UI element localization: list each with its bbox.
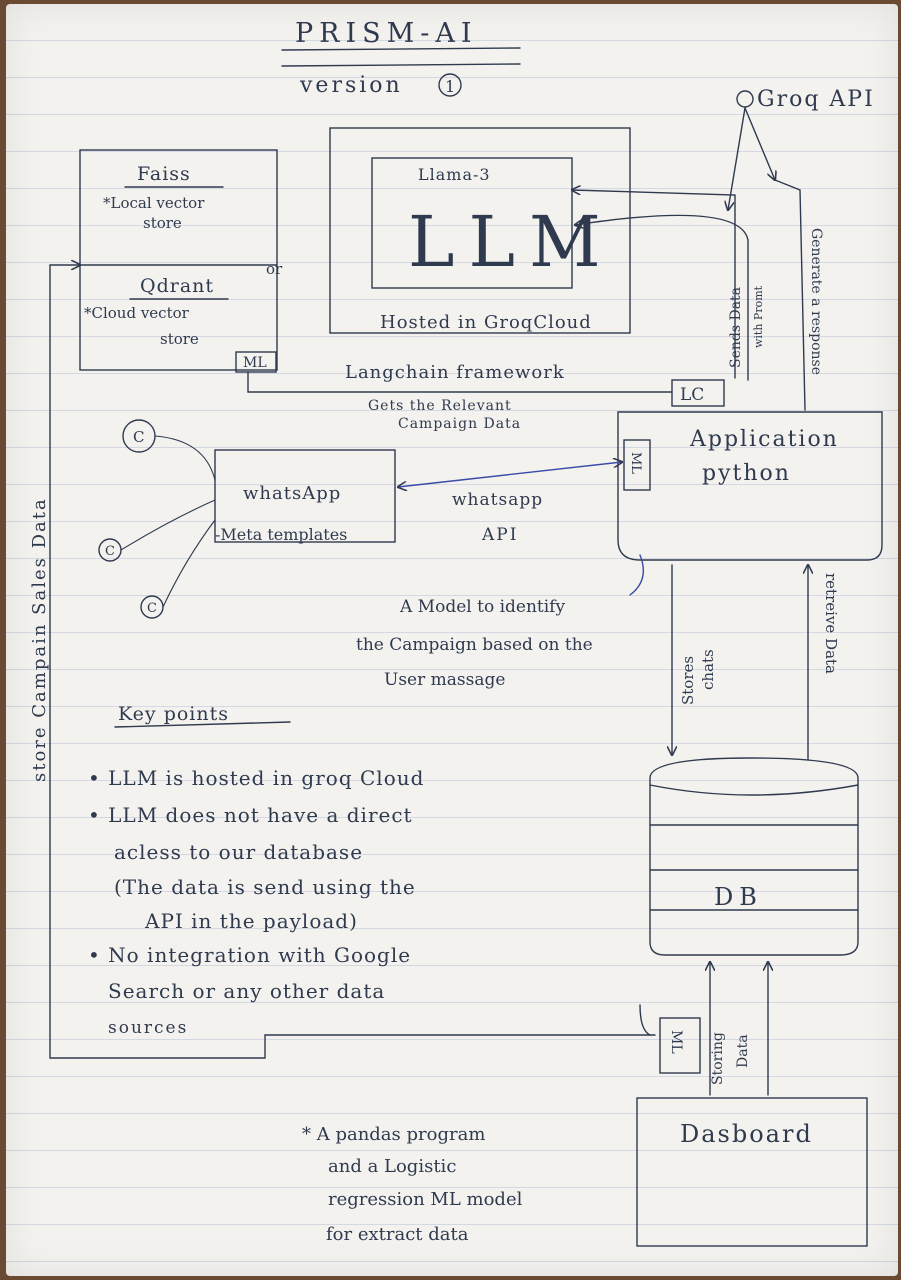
whatsapp-app-arrow: [398, 462, 622, 487]
generate-line: [774, 179, 806, 411]
key-point-1: • LLM is hosted in groq Cloud: [88, 766, 424, 790]
side-label: store Campain Sales Data: [29, 497, 50, 782]
ml-badge-dashboard: [659, 1017, 701, 1074]
ml-badge-app-text: ML: [628, 452, 643, 474]
sends-data-label: Sends Data: [728, 287, 744, 368]
pandas-note-3: regression ML model: [328, 1189, 523, 1210]
stores-chats-label-2: chats: [699, 649, 717, 690]
database-label: DB: [714, 883, 763, 911]
faiss-desc-2: store: [143, 214, 182, 232]
dashboard-label: Dasboard: [680, 1120, 813, 1148]
key-point-6: • No integration with Google: [88, 943, 411, 967]
version-number: 1: [445, 77, 455, 96]
gets-data-line-1: Gets the Relevant: [368, 398, 512, 414]
customer-label-1: C: [133, 428, 144, 446]
with-promt-label: with Promt: [752, 285, 765, 348]
storing-data-label-1: Storing: [710, 1032, 726, 1085]
meta-templates-label: -Meta templates: [215, 525, 347, 544]
key-point-3: acless to our database: [114, 840, 363, 864]
llm-label: LLM: [408, 201, 615, 283]
database-top-rim: [649, 784, 859, 796]
application-label-2: python: [702, 461, 791, 486]
lc-badge-text: LC: [680, 385, 704, 405]
llm-outer-box: [329, 127, 631, 334]
llm-response-line: [575, 214, 749, 381]
database-cylinder: [649, 757, 859, 956]
ml-badge-dashboard-text: ML: [668, 1030, 684, 1054]
model-note-pointer: [629, 554, 644, 596]
customer-line-2: [120, 499, 216, 551]
hosted-label: Hosted in GroqCloud: [380, 312, 592, 333]
paper-sheet: [6, 4, 898, 1276]
qdrant-desc-2: store: [160, 330, 199, 348]
lc-badge: [671, 379, 725, 407]
model-note-3: User massage: [384, 670, 505, 690]
application-box: [617, 411, 883, 561]
store-campaign-loop: [49, 265, 656, 1059]
groq-to-llm-line: [572, 190, 736, 379]
llm-inner-box: [371, 157, 573, 289]
customer-label-3: C: [147, 601, 157, 616]
send-to-groq-arrow: [728, 107, 746, 210]
version-label: version: [299, 73, 403, 98]
version-overline: [281, 63, 521, 67]
vector-store-box: [79, 149, 278, 371]
pandas-note-4: for extract data: [326, 1224, 469, 1245]
application-label-1: Application: [689, 427, 839, 452]
stores-chats-label-1: Stores: [679, 656, 697, 705]
key-point-7: Search or any other data: [108, 979, 385, 1003]
qdrant-desc-1: *Cloud vector: [84, 304, 190, 322]
groq-api-label: Groq API: [757, 87, 875, 112]
groq-response-arrow: [744, 107, 775, 180]
key-point-5: API in the payload): [144, 909, 358, 933]
faiss-desc-1: *Local vector: [103, 194, 205, 212]
dashboard-box: [636, 1097, 868, 1247]
whatsapp-label: whatsApp: [243, 483, 341, 504]
model-note-1: A Model to identify: [399, 597, 565, 617]
llm-model-label: Llama-3: [418, 165, 491, 184]
pandas-note-2: and a Logistic: [328, 1156, 456, 1177]
customer-label-2: C: [105, 544, 115, 559]
gets-data-line-2: Campaign Data: [398, 416, 521, 432]
ml-badge-vector: [235, 351, 277, 373]
model-note-2: the Campaign based on the: [356, 635, 593, 655]
key-points-title: Key points: [118, 703, 229, 725]
customer-line-1: [154, 435, 216, 481]
langchain-label: Langchain framework: [345, 362, 565, 383]
key-points-underline: [114, 721, 291, 728]
pandas-note-1: * A pandas program: [302, 1124, 485, 1145]
retrieve-data-label: retreive Data: [822, 573, 840, 674]
customer-line-3: [162, 519, 216, 608]
title-underline: [281, 47, 521, 51]
ml-badge-app: [623, 439, 651, 491]
whatsapp-box: [214, 449, 396, 543]
key-point-2: • LLM does not have a direct: [88, 803, 413, 827]
faiss-label: Faiss: [137, 163, 191, 185]
vector-to-lc-line: [247, 371, 673, 393]
diagram-title: PRISM-AI: [295, 18, 478, 49]
groq-logo-icon: [736, 90, 754, 108]
pandas-note-pointer: [639, 1004, 651, 1036]
or-label: or: [266, 260, 283, 278]
ml-badge-vector-text: ML: [243, 355, 267, 371]
generate-response-label: Generate a response: [808, 228, 824, 375]
whatsapp-api-label-2: API: [481, 525, 518, 545]
whatsapp-api-label-1: whatsapp: [452, 490, 543, 510]
key-point-8: sources: [108, 1018, 188, 1038]
key-point-4: (The data is send using the: [114, 875, 416, 899]
version-circle: [438, 73, 462, 97]
storing-data-label-2: Data: [735, 1034, 751, 1068]
qdrant-label: Qdrant: [140, 275, 214, 297]
